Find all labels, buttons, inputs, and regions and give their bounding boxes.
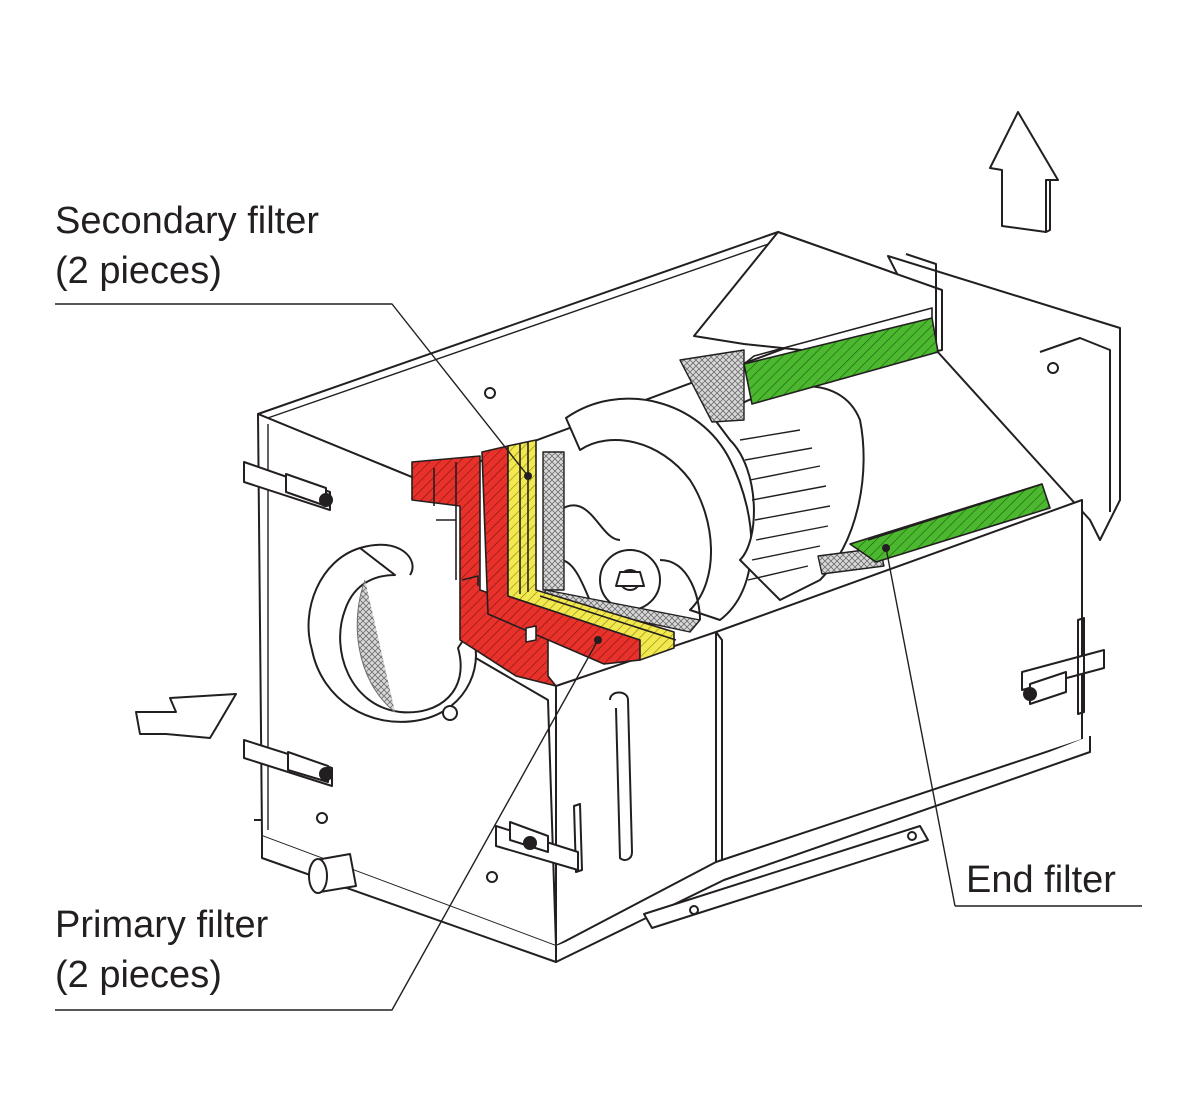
inlet-arrow-icon xyxy=(135,693,237,739)
end-filter xyxy=(743,307,1051,563)
secondary-filter-label: Secondary filter (2 pieces) xyxy=(55,196,319,296)
secondary-filter-count: (2 pieces) xyxy=(55,250,222,292)
primary-filter-title: Primary filter xyxy=(55,904,269,946)
leader-end-filter xyxy=(885,547,1142,907)
centrifugal-fan xyxy=(559,385,865,621)
secondary-filter-title: Secondary filter xyxy=(55,200,320,242)
outlet-arrow-icon xyxy=(989,111,1059,233)
leader-endpoints xyxy=(524,472,890,644)
leader-secondary-filter xyxy=(55,303,529,477)
primary-filter-count: (2 pieces) xyxy=(55,954,222,996)
latch-front-center xyxy=(495,821,579,871)
unit-housing xyxy=(243,231,1121,963)
front-access-panels xyxy=(495,499,1105,963)
primary-filter-label: Primary filter (2 pieces) xyxy=(55,900,268,1000)
leader-lines xyxy=(55,303,1142,1011)
secondary-filter xyxy=(507,439,677,661)
latch-lower-left xyxy=(243,739,333,787)
end-filter-label: End filter xyxy=(966,855,1116,905)
latch-upper-left xyxy=(243,461,333,511)
drain-pipe xyxy=(308,853,357,894)
end-filter-title: End filter xyxy=(966,859,1116,901)
leader-primary-filter xyxy=(55,639,599,1011)
